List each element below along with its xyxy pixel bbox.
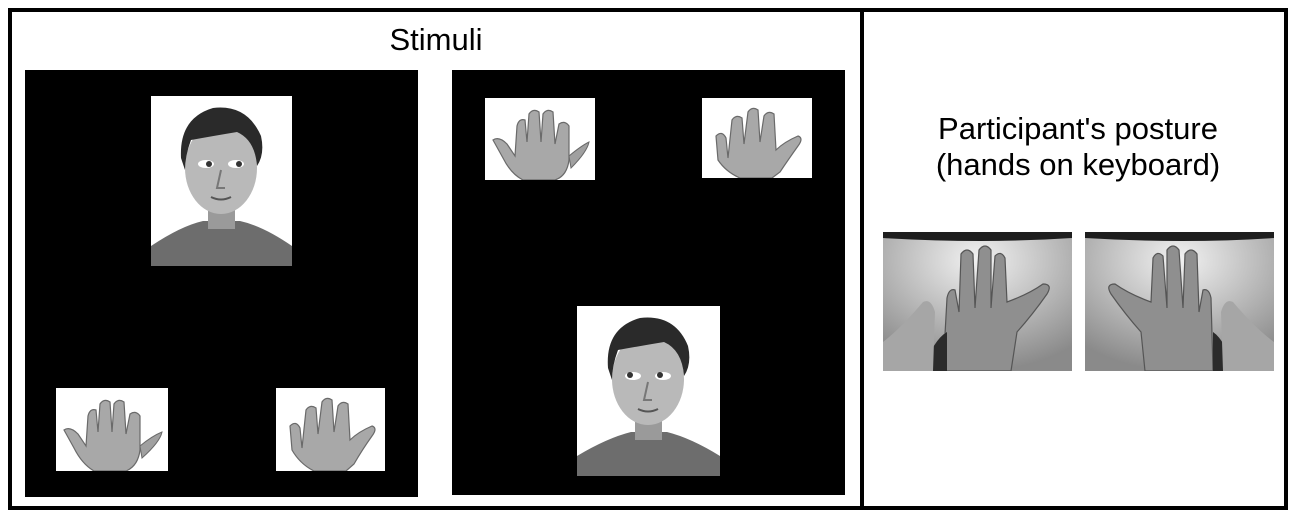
hand-photo-icon bbox=[56, 388, 168, 471]
hand-photo-icon bbox=[276, 388, 385, 471]
hand-on-keyboard-photo-icon bbox=[883, 232, 1072, 371]
hand-photo-icon bbox=[702, 98, 812, 178]
posture-title: Participant's posture (hands on keyboard… bbox=[864, 111, 1290, 183]
face-photo-icon bbox=[577, 306, 720, 476]
face-photo-icon bbox=[151, 96, 292, 266]
stimulus-screen-face-top bbox=[25, 70, 418, 497]
posture-panel: Participant's posture (hands on keyboard… bbox=[860, 8, 1288, 510]
hand-photo-icon bbox=[485, 98, 595, 180]
posture-title-line-1: Participant's posture bbox=[938, 111, 1218, 146]
posture-title-line-2: (hands on keyboard) bbox=[935, 147, 1221, 182]
stimuli-title: Stimuli bbox=[389, 22, 483, 57]
hand-on-keyboard-photo-icon bbox=[1085, 232, 1274, 371]
stimulus-screen-face-bottom bbox=[452, 70, 845, 495]
